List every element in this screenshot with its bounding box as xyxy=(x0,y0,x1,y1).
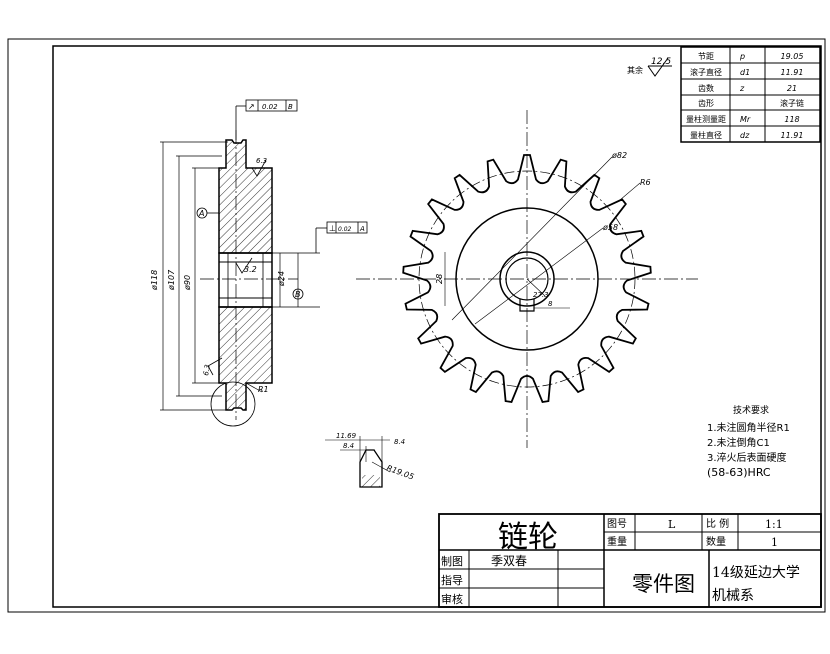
tol-frame-perp: ⊥ 0.02 A xyxy=(315,221,368,253)
param-val-4: 118 xyxy=(784,115,799,124)
param-sym-5: dz xyxy=(740,131,750,140)
dim-d24: ø24 xyxy=(277,271,286,287)
section-lower xyxy=(218,306,273,411)
technical-notes: 技术要求 1.未注圆角半径R1 2.未注倒角C1 3.淬火后表面硬度 (58-6… xyxy=(707,404,790,479)
dim-1169: 11.69 xyxy=(336,432,357,440)
front-view: ø82 R6 ø58 28 27.3 8 xyxy=(356,110,698,448)
hub-bore xyxy=(218,252,273,308)
parameter-table: 节距 p 19.05 滚子直径 d1 11.91 齿数 z 21 齿形 滚子链 … xyxy=(680,46,821,143)
drawing-no: L xyxy=(668,518,676,531)
param-sym-4: Mr xyxy=(740,115,751,124)
roughness-label: 其余 xyxy=(627,65,643,75)
part-name: 链轮 xyxy=(498,520,558,555)
qty: 1 xyxy=(771,536,778,549)
param-name-0: 节距 xyxy=(698,52,714,61)
notes-line-3: 3.淬火后表面硬度 xyxy=(707,451,787,464)
outer-border xyxy=(7,38,826,613)
param-sym-2: z xyxy=(739,84,745,93)
review-label: 审核 xyxy=(441,592,463,606)
side-section-view: ø118 ø107 ø90 ø24 B A 6.3 3.2 6.3 R1 xyxy=(150,99,368,427)
dim-d82: ø82 xyxy=(611,151,627,160)
param-name-4: 量柱测量距 xyxy=(686,114,726,124)
datum-b-marker xyxy=(292,288,304,300)
inner-border xyxy=(52,45,822,608)
detail-circle xyxy=(210,381,256,427)
ra-hub: 3.2 xyxy=(244,265,257,274)
roughness-symbol-icon xyxy=(647,57,669,77)
tooth-detail: 11.69 8.4 8.4 R19.05 xyxy=(325,432,415,488)
param-val-0: 19.05 xyxy=(781,52,804,61)
drawing-type: 零件图 xyxy=(632,572,695,596)
scale-label: 比 例 xyxy=(706,517,729,530)
ra-bot: 6.3 xyxy=(202,364,212,376)
tol-frame-runout: ↗ 0.02 B xyxy=(235,99,298,140)
scale: 1:1 xyxy=(765,518,783,531)
param-sym-1: d1 xyxy=(740,68,750,77)
tol-runout-ref: B xyxy=(288,103,293,111)
tol-runout-value: 0.02 xyxy=(262,103,278,111)
qty-label: 重量 xyxy=(607,535,627,548)
ra-bot-icon xyxy=(207,357,223,376)
dim-27: 27.3 xyxy=(533,291,549,299)
param-name-3: 齿形 xyxy=(698,99,714,108)
sprocket-outline xyxy=(402,154,652,403)
drawing-no-label: 图号 xyxy=(607,518,627,530)
dim-d90: ø90 xyxy=(183,275,192,291)
tol-perp-icon: ⊥ xyxy=(329,224,336,233)
draw-label: 制图 xyxy=(441,555,463,568)
department: 机械系 xyxy=(712,588,754,604)
param-val-3: 滚子链 xyxy=(780,98,804,108)
notes-line-2: 2.未注倒角C1 xyxy=(707,436,770,449)
roughness-value: 12.5 xyxy=(651,57,671,67)
dim-84b: 8.4 xyxy=(394,438,405,446)
notes-line-4: (58-63)HRC xyxy=(707,466,771,479)
ra-top: 6.3 xyxy=(256,157,267,165)
dim-d58: ø58 xyxy=(602,223,618,232)
school: 14级延边大学 xyxy=(712,565,800,581)
dim-28: 28 xyxy=(435,274,444,284)
param-name-5: 量柱直径 xyxy=(690,130,722,140)
param-val-2: 21 xyxy=(787,84,797,93)
notes-line-1: 1.未注圆角半径R1 xyxy=(707,421,790,434)
tol-perp-ref: A xyxy=(359,225,365,233)
tol-runout-icon: ↗ xyxy=(248,102,255,111)
param-sym-0: p xyxy=(739,52,745,61)
param-name-2: 齿数 xyxy=(698,83,714,93)
param-val-1: 11.91 xyxy=(781,68,804,77)
notes-title: 技术要求 xyxy=(733,404,769,416)
guide-label: 指导 xyxy=(441,573,463,587)
dim-r6: R6 xyxy=(640,178,651,187)
drawer-name: 季双春 xyxy=(491,554,527,568)
param-name-1: 滚子直径 xyxy=(690,67,722,77)
dim-84a: 8.4 xyxy=(343,442,354,450)
datum-b-label: B xyxy=(295,290,301,299)
datum-a-label: A xyxy=(198,209,204,218)
roughness-general: 其余 12.5 xyxy=(627,57,672,77)
tol-perp-value: 0.02 xyxy=(338,226,352,233)
material-label: 数量 xyxy=(706,535,726,548)
dim-r1: R1 xyxy=(258,385,269,394)
param-val-5: 11.91 xyxy=(781,131,804,140)
dim-d118: ø118 xyxy=(150,270,159,291)
dim-r1905: R19.05 xyxy=(385,463,415,481)
dim-8: 8 xyxy=(548,300,553,308)
dim-d107: ø107 xyxy=(167,269,176,291)
ra-hub-icon xyxy=(235,257,253,274)
title-block: 链轮 图号 L 比 例 1:1 重量 数量 1 制图 季双春 指导 审核 零件图… xyxy=(438,513,822,608)
ra-top-icon xyxy=(251,159,267,177)
